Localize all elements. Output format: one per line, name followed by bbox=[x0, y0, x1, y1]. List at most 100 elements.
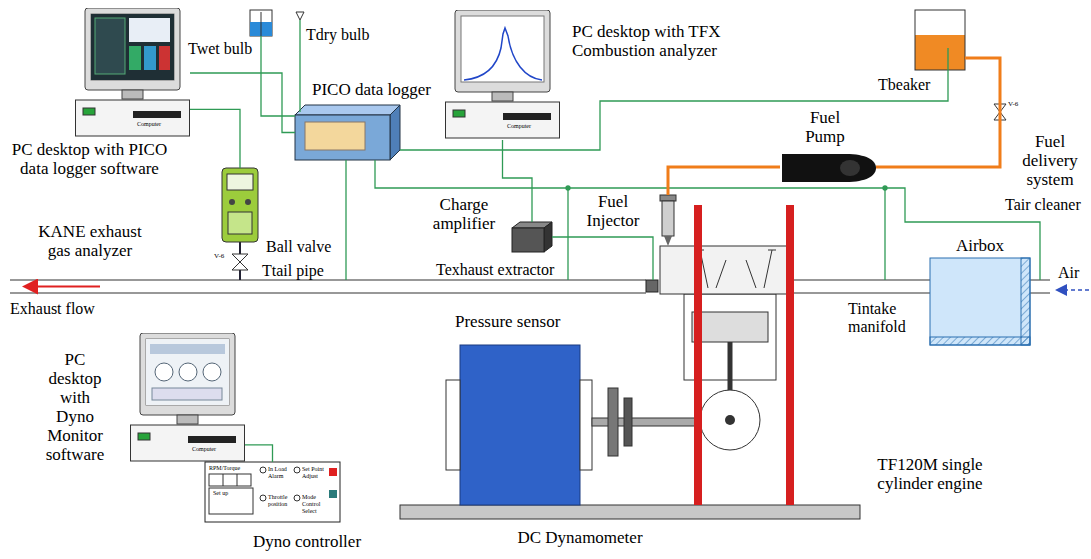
engine-drawing bbox=[660, 246, 790, 294]
computer-node: PC desktop with TFX Combustion analyzer bbox=[445, 10, 560, 140]
fuel-injector: Fuel Injector bbox=[662, 195, 674, 240]
data-logger-drawing bbox=[295, 105, 400, 160]
fuel-pump-drawing bbox=[782, 154, 876, 182]
computers bbox=[131, 333, 245, 461]
dynamometer-drawing bbox=[624, 398, 632, 446]
dyno-controller-drawing bbox=[260, 467, 266, 473]
engine-drawing bbox=[662, 201, 674, 236]
airbox-drawing bbox=[1021, 258, 1030, 345]
node-label: Fuel delivery system bbox=[1012, 132, 1088, 189]
charge-amplifier-drawing bbox=[512, 222, 552, 252]
gas-analyzer-drawing bbox=[222, 168, 258, 280]
data-logger: PICO data logger bbox=[295, 105, 400, 160]
device-tag: Computer bbox=[507, 123, 541, 130]
gas-analyzer-drawing bbox=[229, 199, 235, 205]
valve-code: V-6 bbox=[1008, 100, 1026, 108]
pressure-sensor: Pressure sensor bbox=[646, 280, 660, 292]
bulb-thermometers bbox=[250, 10, 272, 36]
dyno-controller-drawing bbox=[294, 467, 300, 473]
airbox-drawing bbox=[930, 337, 1030, 345]
computer-node: PC desktop with PICO data logger softwar… bbox=[75, 8, 190, 138]
engine-drawing bbox=[660, 195, 676, 201]
fuel-beaker: Fuel delivery system bbox=[915, 10, 965, 70]
fuel-pump: Fuel Pump bbox=[780, 152, 876, 182]
fuel-beaker-drawing bbox=[915, 35, 965, 70]
gas-analyzer-drawing bbox=[222, 168, 258, 242]
gas-analyzer-drawing bbox=[227, 174, 253, 190]
sensor-label: Tair cleaner bbox=[1005, 196, 1091, 214]
airbox-drawing bbox=[930, 258, 1030, 345]
connector-wire bbox=[503, 140, 533, 222]
device-tag: Computer bbox=[137, 121, 171, 128]
computers bbox=[76, 8, 560, 461]
gas-analyzer-drawing bbox=[228, 212, 252, 234]
engine-drawing bbox=[700, 250, 772, 288]
sensor-label: Ttail pipe bbox=[262, 262, 338, 280]
node-label: Fuel Injector bbox=[576, 192, 650, 230]
computers bbox=[155, 363, 173, 381]
bulb-thermometers bbox=[261, 12, 262, 36]
computers bbox=[146, 339, 229, 405]
flow-label: Exhaust flow bbox=[10, 300, 120, 318]
engine-drawing bbox=[786, 205, 794, 505]
airbox: Airbox bbox=[930, 258, 1030, 345]
airbox-drawing bbox=[930, 258, 1030, 345]
gas-analyzer-drawing bbox=[232, 254, 248, 262]
computers bbox=[129, 18, 170, 42]
intake-pipe bbox=[1058, 289, 1089, 291]
thermocouple-wires bbox=[400, 48, 948, 150]
computers bbox=[76, 8, 190, 136]
thermocouple-wires bbox=[567, 188, 568, 280]
sensor-label: Tdry bulb bbox=[306, 26, 386, 44]
dyno-controller-drawing bbox=[209, 488, 253, 514]
charge-amplifier: Charge amplifier bbox=[512, 222, 552, 252]
data-logger-drawing bbox=[390, 105, 400, 160]
engine-drawing bbox=[646, 280, 658, 292]
node-label: PICO data logger bbox=[312, 80, 442, 99]
gas-analyzer-drawing bbox=[245, 199, 251, 205]
flow-label: Air bbox=[1058, 264, 1088, 282]
charge-amplifier-drawing bbox=[544, 222, 552, 252]
connector-wire bbox=[668, 167, 780, 195]
dyno-controller-drawing bbox=[237, 474, 238, 486]
dynamometer: DC Dynamometer bbox=[446, 345, 592, 505]
panel-text: Set up bbox=[213, 490, 251, 497]
computers bbox=[179, 363, 197, 381]
connector-wire bbox=[245, 445, 273, 462]
computers bbox=[144, 46, 156, 70]
dynamometer-drawing bbox=[446, 380, 460, 470]
node-label: PC desktop with Dyno Monitor software bbox=[40, 350, 110, 464]
exhaust-pipe bbox=[10, 279, 646, 280]
sensor-label: Tbeaker bbox=[878, 76, 944, 94]
node-label: Pressure sensor bbox=[455, 312, 605, 331]
dyno-controller-drawing bbox=[329, 468, 337, 476]
computers bbox=[464, 28, 542, 80]
fuel-pump-drawing bbox=[840, 160, 860, 176]
dyno-controller-drawing bbox=[205, 462, 340, 522]
computers bbox=[159, 46, 170, 70]
node-label: Dyno controller bbox=[232, 532, 382, 551]
node-label: DC Dynamometer bbox=[505, 528, 655, 547]
sensor-label: Twet bulb bbox=[188, 40, 258, 58]
engine-drawing bbox=[700, 390, 760, 450]
computers bbox=[95, 18, 125, 74]
thermocouple-wires bbox=[566, 186, 570, 190]
node-label: KANE exhaust gas analyzer bbox=[25, 222, 155, 260]
panel-text: Mode Control Select bbox=[302, 494, 327, 515]
connector-wire bbox=[190, 73, 295, 133]
computer-node: PC desktop with Dyno Monitor software bbox=[130, 333, 245, 463]
gas-analyzer: KANE exhaust gas analyzer bbox=[222, 168, 258, 242]
node-label: Airbox bbox=[945, 236, 1015, 255]
valve-code: V-6 bbox=[214, 252, 232, 260]
sensor-label: Texhaust extractor bbox=[436, 261, 564, 279]
bulb-thermometers bbox=[296, 12, 304, 20]
panel-text: Set Point Adjust bbox=[302, 466, 327, 480]
thermocouple-wires bbox=[883, 186, 887, 190]
engine-drawing bbox=[694, 205, 702, 505]
dynamometer-drawing bbox=[580, 380, 592, 470]
engine-drawing bbox=[646, 195, 794, 505]
part-label: Ball valve bbox=[266, 238, 346, 256]
engine-drawing bbox=[692, 312, 768, 342]
thermocouple-wires bbox=[884, 188, 885, 280]
